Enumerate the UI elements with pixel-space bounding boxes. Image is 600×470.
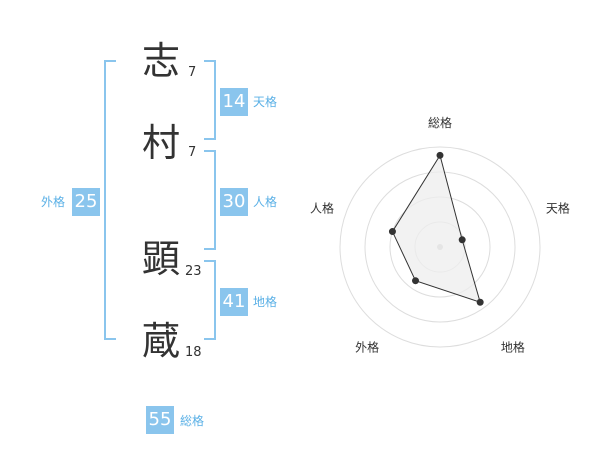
stroke-count-4: 18 [185, 345, 202, 360]
soukaku-label: 総格 [180, 414, 205, 428]
chikaku-bracket [204, 260, 216, 340]
jinkaku-label: 人格 [253, 195, 278, 209]
name-char-1: 志 [142, 39, 181, 83]
stroke-count-2: 7 [188, 145, 197, 160]
gaikaku-value: 25 [72, 188, 100, 216]
radar-point-3 [476, 298, 484, 306]
chikaku-value: 41 [220, 288, 248, 316]
stroke-count-1: 7 [188, 65, 197, 80]
radar-series [388, 151, 484, 306]
radar-axis-label-5: 人格 [310, 201, 334, 216]
name-char-4: 蔵 [142, 319, 181, 363]
radar-axis-label-1: 総格 [428, 115, 452, 130]
chikaku-label: 地格 [253, 295, 278, 309]
name-char-2: 村 [142, 121, 181, 165]
radar-axis-label-4: 外格 [355, 339, 379, 354]
radar-axis-label-2: 天格 [546, 201, 570, 216]
tenkaku-label: 天格 [253, 95, 278, 109]
gaikaku-label: 外格 [41, 195, 66, 209]
radar-point-5 [388, 228, 396, 236]
stroke-count-3: 23 [185, 264, 202, 279]
tenkaku-value: 14 [220, 88, 248, 116]
jinkaku-bracket [204, 150, 216, 250]
soukaku-value: 55 [146, 406, 174, 434]
radar-point-2 [458, 236, 466, 244]
radar-grid-ring [339, 146, 541, 348]
radar-axis-label-3: 地格 [501, 339, 525, 354]
tenkaku-bracket [204, 60, 216, 140]
radar-point-4 [412, 277, 420, 285]
name-char-3: 顕 [142, 237, 181, 281]
radar-point-1 [436, 151, 444, 159]
jinkaku-value: 30 [220, 188, 248, 216]
gaikaku-bracket [104, 60, 116, 340]
radar-series-area [391, 154, 481, 304]
